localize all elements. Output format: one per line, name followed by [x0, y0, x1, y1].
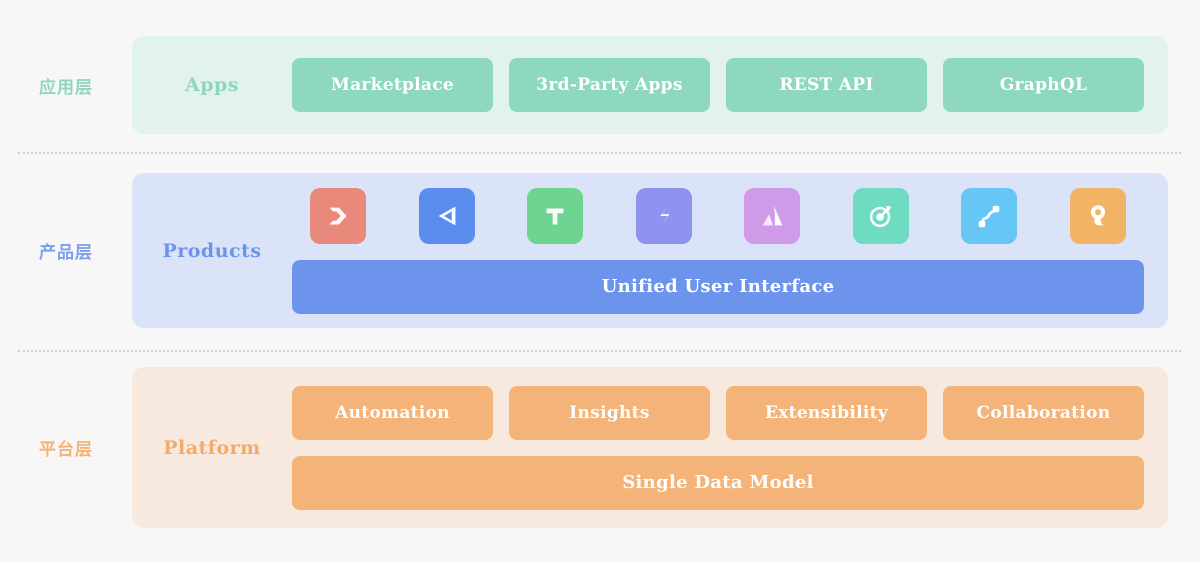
layer-panel-label-platform: Platform: [163, 436, 261, 459]
layer-side-label-products: 产品层: [39, 243, 93, 263]
layer-panel-label-apps: Apps: [184, 74, 239, 96]
chip-graphql[interactable]: GraphQL: [943, 58, 1144, 112]
layer-row-products: 产品层 Products: [0, 173, 1200, 328]
atlassian-icon[interactable]: [744, 187, 801, 244]
layer-panel-label-products: Products: [162, 239, 262, 262]
opsgenie-icon[interactable]: [1069, 187, 1126, 244]
product-icon-slot: [618, 187, 711, 244]
layer-panel-products: Products: [132, 173, 1168, 328]
layer-body-apps: Marketplace 3rd-Party Apps REST API Grap…: [292, 58, 1168, 112]
confluence-icon[interactable]: [635, 187, 692, 244]
layer-side-label-platform: 平台层: [39, 440, 93, 460]
unified-user-interface-bar[interactable]: Unified User Interface: [292, 259, 1144, 314]
layer-panel-platform: Platform Automation Insights Extensibili…: [132, 367, 1168, 528]
platform-chip-row: Automation Insights Extensibility Collab…: [292, 385, 1144, 440]
product-icon-slot: [835, 187, 928, 244]
apps-chip-row: Marketplace 3rd-Party Apps REST API Grap…: [292, 58, 1144, 112]
layer-row-apps: 应用层 Apps Marketplace 3rd-Party Apps REST…: [0, 36, 1200, 134]
product-icon-row: [292, 187, 1145, 244]
chip-extensibility[interactable]: Extensibility: [726, 385, 927, 440]
jira-icon[interactable]: [310, 187, 367, 244]
jira-service-management-icon[interactable]: [418, 187, 475, 244]
layer-divider-top: [18, 152, 1181, 154]
focus-target-icon[interactable]: [852, 187, 909, 244]
chip-3rd-party-apps[interactable]: 3rd-Party Apps: [509, 58, 710, 112]
chip-collaboration[interactable]: Collaboration: [943, 385, 1144, 440]
chip-rest-api[interactable]: REST API: [726, 58, 927, 112]
layer-body-platform: Automation Insights Extensibility Collab…: [292, 385, 1168, 510]
single-data-model-bar[interactable]: Single Data Model: [292, 455, 1144, 510]
product-icon-slot: [509, 187, 602, 244]
product-icon-slot: [726, 187, 819, 244]
layer-panel-apps: Apps Marketplace 3rd-Party Apps REST API…: [132, 36, 1168, 134]
product-icon-slot: [292, 187, 385, 244]
product-icon-slot: [1052, 187, 1145, 244]
layer-body-products: Unified User Interface: [292, 187, 1168, 314]
trello-icon[interactable]: [527, 187, 584, 244]
chip-automation[interactable]: Automation: [292, 385, 493, 440]
workflow-icon[interactable]: [961, 187, 1018, 244]
layer-side-label-apps: 应用层: [39, 77, 93, 98]
product-icon-slot: [401, 187, 494, 244]
layer-row-platform: 平台层 Platform Automation Insights Extensi…: [0, 367, 1200, 528]
product-icon-slot: [943, 187, 1036, 244]
chip-marketplace[interactable]: Marketplace: [292, 58, 493, 112]
chip-insights[interactable]: Insights: [509, 385, 710, 440]
layer-divider-bottom: [18, 350, 1181, 352]
